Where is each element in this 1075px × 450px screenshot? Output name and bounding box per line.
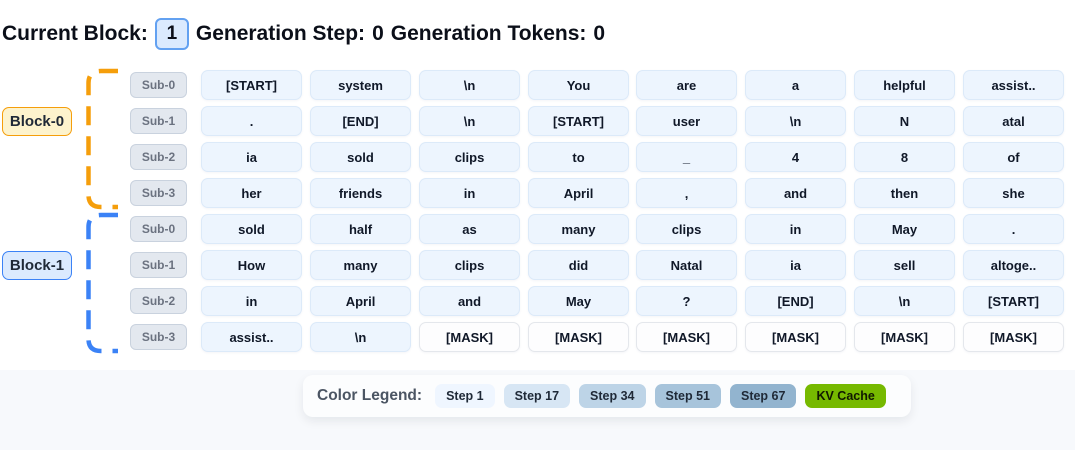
token-cell: \n	[745, 106, 846, 136]
token-cell: ?	[636, 286, 737, 316]
current-block-badge: 1	[154, 18, 189, 50]
legend-chip-step-17: Step 17	[503, 384, 571, 408]
token-cell: in	[201, 286, 302, 316]
token-cell: assist..	[963, 70, 1064, 100]
legend-chip-step-67: Step 67	[729, 384, 797, 408]
token-cell: ia	[745, 250, 846, 280]
block-0-sub-label-0: Sub-0	[130, 72, 187, 98]
color-legend-chips: Step 1 Step 17 Step 34 Step 51 Step 67 KV Cac…	[435, 384, 886, 408]
token-cell: are	[636, 70, 737, 100]
color-legend-title: Color Legend:	[317, 387, 423, 404]
token-cell: atal	[963, 106, 1064, 136]
token-cell: _	[636, 142, 737, 172]
token-cell: assist..	[201, 322, 302, 352]
token-cell: did	[528, 250, 629, 280]
generation-step-label: Generation Step:	[195, 22, 366, 45]
token-cell: April	[310, 286, 411, 316]
token-cell: sell	[854, 250, 955, 280]
token-cell: [START]	[963, 286, 1064, 316]
token-cell: \n	[419, 70, 520, 100]
block-0-sub-label-1: Sub-1	[130, 108, 187, 134]
token-cell: [MASK]	[419, 322, 520, 352]
block-1-sub-label-3: Sub-3	[130, 324, 187, 350]
token-cell: and	[419, 286, 520, 316]
token-cell: .	[201, 106, 302, 136]
token-cell: [MASK]	[636, 322, 737, 352]
token-cell: [MASK]	[963, 322, 1064, 352]
token-cell: .	[963, 214, 1064, 244]
token-cell: her	[201, 178, 302, 208]
token-cell: of	[963, 142, 1064, 172]
block-1-sub-label-1: Sub-1	[130, 252, 187, 278]
token-cell: [END]	[745, 286, 846, 316]
token-cell: helpful	[854, 70, 955, 100]
token-cell: many	[528, 214, 629, 244]
token-cell: \n	[419, 106, 520, 136]
token-cell: N	[854, 106, 955, 136]
block-1-sub-label-0: Sub-0	[130, 216, 187, 242]
block-1-sub-label-2: Sub-2	[130, 288, 187, 314]
legend-chip-step-51: Step 51	[654, 384, 721, 408]
block-label-0: Block-0	[2, 107, 72, 136]
legend-chip-kv-cache: KV Cache	[805, 384, 886, 408]
block-0-bracket	[86, 68, 118, 210]
token-cell: sold	[310, 142, 411, 172]
token-cell: [MASK]	[745, 322, 846, 352]
token-cell: user	[636, 106, 737, 136]
token-cell: many	[310, 250, 411, 280]
token-cell: [MASK]	[854, 322, 955, 352]
token-cell: sold	[201, 214, 302, 244]
block-label-1: Block-1	[2, 251, 72, 280]
token-cell: half	[310, 214, 411, 244]
block-1-bracket	[86, 212, 118, 354]
token-cell: [MASK]	[528, 322, 629, 352]
token-cell: in	[745, 214, 846, 244]
token-cell: to	[528, 142, 629, 172]
token-cell: Natal	[636, 250, 737, 280]
token-cell: ,	[636, 178, 737, 208]
token-cell: May	[528, 286, 629, 316]
block-0-sub-label-3: Sub-3	[130, 180, 187, 206]
token-cell: 8	[854, 142, 955, 172]
status-header: Current Block: 1 Generation Step: 0 Gene…	[2, 18, 605, 50]
token-cell: system	[310, 70, 411, 100]
token-cell: a	[745, 70, 846, 100]
token-cell: \n	[310, 322, 411, 352]
color-legend: Color Legend: Step 1 Step 17 Step 34 Step 5…	[303, 375, 911, 417]
token-cell: and	[745, 178, 846, 208]
current-block-label: Current Block:	[2, 22, 148, 45]
generation-tokens-value: 0	[593, 22, 606, 45]
token-cell: altoge..	[963, 250, 1064, 280]
token-cell: as	[419, 214, 520, 244]
token-cell: friends	[310, 178, 411, 208]
generation-step-value: 0	[372, 22, 384, 45]
token-cell: [START]	[528, 106, 629, 136]
token-cell: 4	[745, 142, 846, 172]
token-cell: ia	[201, 142, 302, 172]
token-cell: clips	[636, 214, 737, 244]
token-cell: clips	[419, 142, 520, 172]
footer-band: Color Legend: Step 1 Step 17 Step 34 Step 5…	[0, 370, 1075, 450]
token-cell: You	[528, 70, 629, 100]
token-cell: \n	[854, 286, 955, 316]
legend-chip-step-1: Step 1	[435, 384, 495, 408]
token-cell: [START]	[201, 70, 302, 100]
token-cell: May	[854, 214, 955, 244]
token-cell: How	[201, 250, 302, 280]
token-cell: in	[419, 178, 520, 208]
generation-tokens-label: Generation Tokens:	[390, 22, 587, 45]
token-cell: clips	[419, 250, 520, 280]
token-cell: [END]	[310, 106, 411, 136]
token-cell: then	[854, 178, 955, 208]
block-0-sub-label-2: Sub-2	[130, 144, 187, 170]
legend-chip-step-34: Step 34	[579, 384, 646, 408]
token-cell: April	[528, 178, 629, 208]
token-cell: she	[963, 178, 1064, 208]
